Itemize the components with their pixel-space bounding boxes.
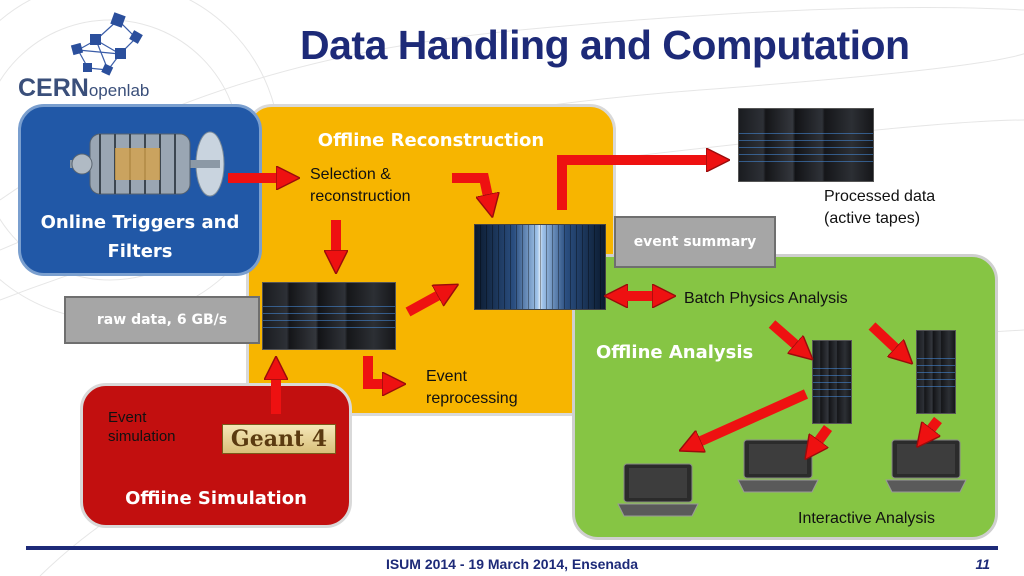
event-simulation-label: Event simulation: [108, 409, 176, 445]
reconstruction-server-image: [262, 282, 396, 350]
logo-network-icon: [70, 12, 143, 76]
processed-data-label: Processed data (active tapes): [824, 188, 936, 227]
data-center-image: [474, 224, 606, 310]
interactive-analysis-label: Interactive Analysis: [798, 510, 935, 527]
footer-text: ISUM 2014 - 19 March 2014, Ensenada: [385, 556, 639, 572]
analysis-rack-server-1-image: [812, 340, 852, 424]
offline-analysis-title: Offline Analysis: [596, 342, 754, 363]
logo-cern-text: CERN: [18, 74, 89, 102]
footer-divider: [26, 546, 998, 550]
event-summary-box: event summary: [614, 216, 776, 268]
offline-reconstruction-title: Offline Reconstruction: [317, 130, 545, 151]
event-reprocessing-label: Event reprocessing: [426, 368, 518, 407]
processed-data-server-image: [738, 108, 874, 182]
page-number: 11: [975, 556, 990, 572]
laptop-icon-3: [885, 439, 967, 493]
batch-physics-label: Batch Physics Analysis: [684, 290, 848, 307]
geant4-logo: Geant 4: [222, 424, 336, 454]
selection-reconstruction-label: Selection & reconstruction: [310, 166, 411, 205]
online-triggers-title: Online Triggers and Filters: [40, 212, 240, 262]
laptop-icon-2: [737, 439, 819, 493]
offline-simulation-panel: [80, 383, 352, 528]
raw-data-box: raw data, 6 GB/s: [64, 296, 260, 344]
page-title: Data Handling and Computation: [300, 22, 910, 68]
logo-openlab-text: openlab: [88, 81, 150, 100]
analysis-rack-server-2-image: [916, 330, 956, 414]
offline-simulation-title: Offiine Simulation: [125, 488, 307, 509]
laptop-icon-1: [617, 463, 699, 517]
cern-openlab-logo: CERNopenlab: [18, 10, 168, 102]
atlas-detector-image: [60, 120, 225, 208]
